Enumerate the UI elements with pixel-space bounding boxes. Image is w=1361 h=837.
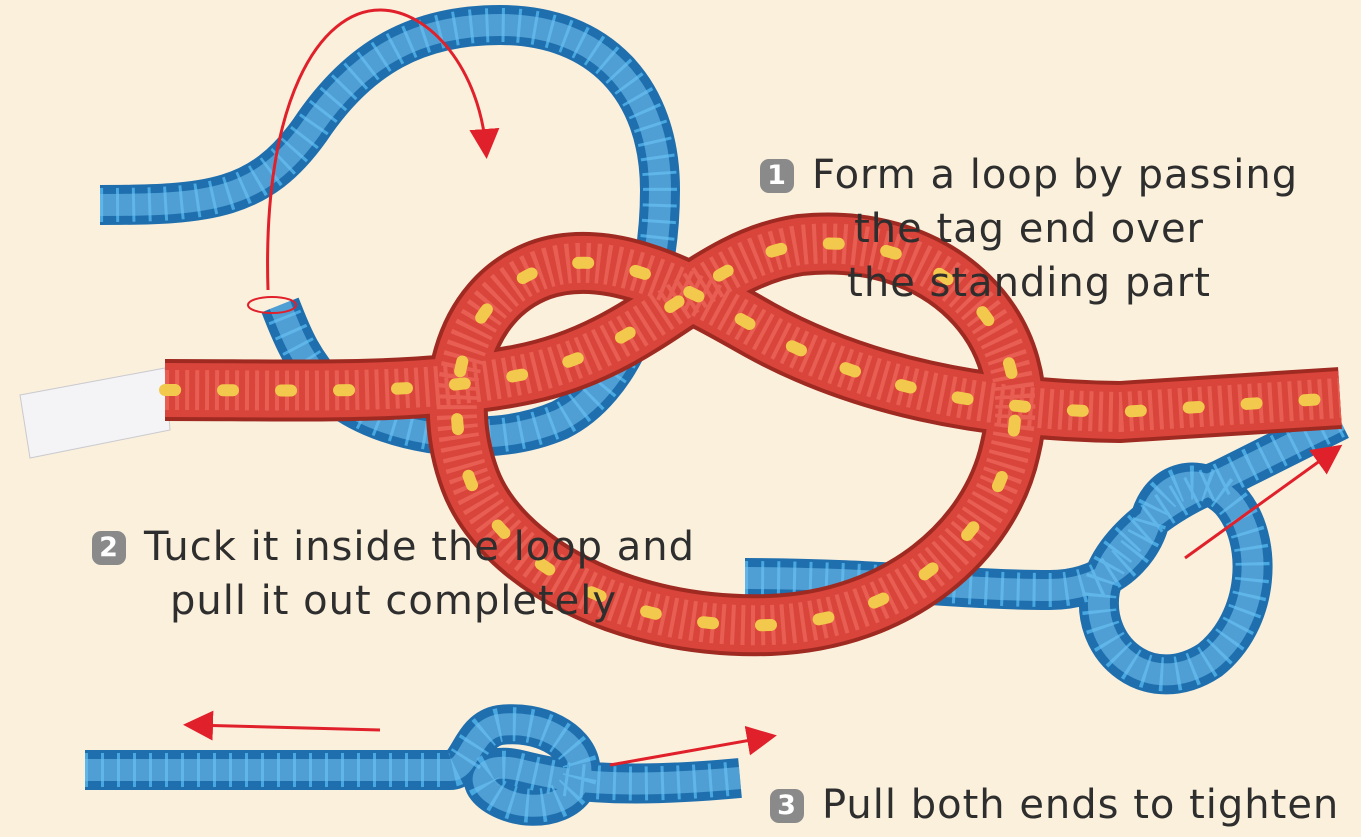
step-3-text-1: Pull both ends to tighten [822,782,1339,828]
step-2-text-1: Tuck it inside the loop and [144,524,695,570]
step-2-text-2: pull it out completely [92,574,695,628]
step-1-caption: 1 Form a loop by passing the tag end over… [760,148,1298,310]
step-2-line-1: 2 Tuck it inside the loop and [92,520,695,574]
step-2-badge: 2 [92,531,126,565]
step-3-badge: 3 [770,789,804,823]
step-1-line-1: 1 Form a loop by passing [760,148,1298,202]
arrow-step3-left [192,725,380,730]
arrow-step3-right [610,737,768,765]
step-1-text-2: the tag end over [760,202,1298,256]
step-3-line-1: 3 Pull both ends to tighten [770,778,1339,832]
rope-label-tag [20,368,170,458]
step-3-caption: 3 Pull both ends to tighten [770,778,1339,832]
step-1-badge: 1 [760,159,794,193]
step-2-caption: 2 Tuck it inside the loop and pull it out… [92,520,695,628]
blue-rope-knot-step3 [85,724,740,806]
step-1-text-3: the standing part [760,256,1298,310]
step-1-text-1: Form a loop by passing [812,152,1298,198]
